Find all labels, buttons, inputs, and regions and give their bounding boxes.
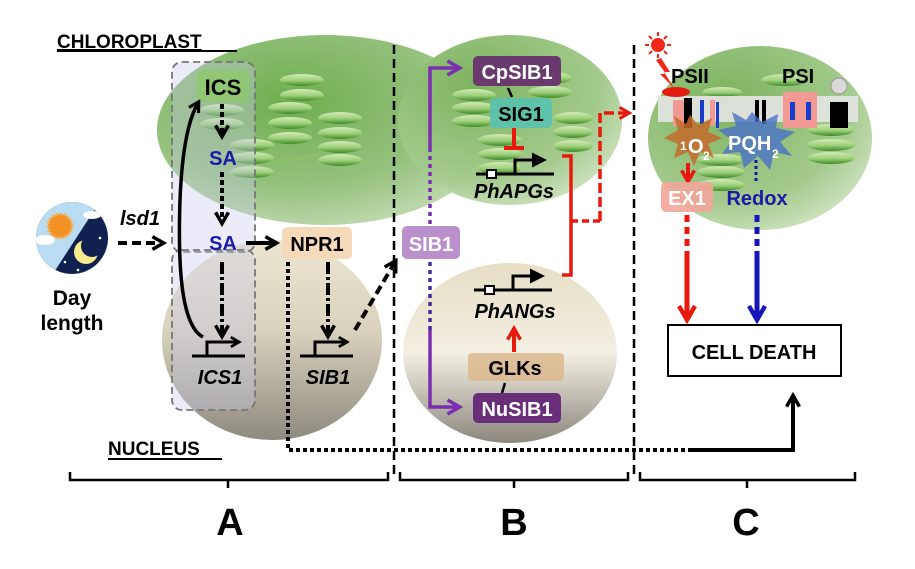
arrow-sib1-to-nusib1 bbox=[428, 330, 464, 416]
glks-box bbox=[468, 353, 564, 381]
panel-b-letter: B bbox=[500, 502, 527, 544]
panel-b: SIB1 CpSIB1 SIG1 PhAPGs PhANGs bbox=[398, 35, 628, 443]
ics-box bbox=[197, 70, 249, 102]
singlet-oxygen-superscript: 1 bbox=[680, 139, 687, 153]
npr1-label: NPR1 bbox=[290, 234, 343, 256]
panel-a: ICS SA SA NPR1 ICS1 SIB1 bbox=[36, 32, 793, 460]
panel-c-letter: C bbox=[732, 502, 759, 544]
panel-braces bbox=[68, 472, 857, 488]
arrow-sib1-to-cpsib1 bbox=[428, 59, 464, 150]
red-bracket-genes bbox=[562, 154, 573, 277]
cell-death-box bbox=[667, 324, 842, 377]
sib1-protein-box bbox=[402, 226, 460, 259]
sa-top-label: SA bbox=[209, 148, 237, 170]
phapgs-gene-label: PhAPGs bbox=[474, 181, 554, 203]
panel-c: PSII PSI 1 O 2 PQH 2 EX1 Redox CELL DEAT… bbox=[645, 32, 872, 377]
phapgs-promoter-icon bbox=[476, 152, 554, 179]
phangs-gene-label: PhANGs bbox=[474, 301, 555, 323]
pqh2-label: PQH bbox=[728, 133, 771, 155]
nusib1-box bbox=[473, 393, 561, 423]
thylakoid-stacks-a bbox=[200, 74, 362, 178]
day-length-line1: Day bbox=[53, 287, 92, 310]
brace-a bbox=[68, 472, 390, 488]
brace-b bbox=[398, 472, 630, 488]
redox-label: Redox bbox=[726, 188, 787, 210]
npr1-to-cell-death-dotted bbox=[286, 262, 690, 452]
pqh2-subscript: 2 bbox=[772, 147, 779, 161]
arrow-ics1-to-ics bbox=[177, 103, 204, 339]
sa-mid-label: SA bbox=[209, 233, 237, 255]
glks-nusib1-link bbox=[500, 382, 507, 394]
cell-death-label: CELL DEATH bbox=[692, 342, 817, 364]
phangs-promoter-icon bbox=[474, 268, 552, 295]
ics1-promoter-icon bbox=[192, 342, 245, 358]
thylakoid-membrane-icon bbox=[658, 77, 858, 128]
glks-label: GLKs bbox=[488, 358, 541, 380]
arrow-genes-to-photosystem bbox=[598, 113, 628, 221]
cpsib1-label: CpSIB1 bbox=[481, 62, 552, 84]
npr1-to-cell-death-solid bbox=[690, 397, 793, 452]
ics-label: ICS bbox=[205, 75, 242, 100]
psi-label: PSI bbox=[782, 66, 814, 88]
psii-label: PSII bbox=[671, 66, 709, 88]
sig1-box bbox=[490, 98, 552, 128]
ics1-highlight-box bbox=[171, 249, 256, 411]
sib1-protein-label: SIB1 bbox=[409, 234, 453, 256]
npr1-box bbox=[282, 227, 352, 259]
nusib1-label: NuSIB1 bbox=[481, 399, 552, 421]
chloroplast-label: CHLOROPLAST bbox=[57, 32, 202, 53]
singlet-oxygen-burst-icon bbox=[664, 115, 722, 166]
nucleus-label: NUCLEUS bbox=[108, 439, 200, 460]
panel-a-letter: A bbox=[216, 502, 243, 544]
ics1-gene-label: ICS1 bbox=[198, 367, 242, 389]
sig1-label: SIG1 bbox=[498, 104, 544, 126]
day-night-icon bbox=[36, 202, 108, 274]
cpsib1-box bbox=[473, 56, 561, 86]
brace-c bbox=[638, 472, 857, 488]
singlet-oxygen-subscript: 2 bbox=[703, 149, 710, 163]
lsd1-label: lsd1 bbox=[120, 208, 160, 230]
cpsib1-sig1-link bbox=[506, 87, 514, 98]
sib1-promoter-icon bbox=[300, 342, 353, 358]
sib1-gene-label: SIB1 bbox=[306, 367, 350, 389]
sun-icon bbox=[645, 32, 674, 88]
pqh2-burst-icon bbox=[718, 112, 795, 170]
ex1-box bbox=[661, 182, 713, 212]
ex1-label: EX1 bbox=[668, 188, 706, 210]
singlet-oxygen-label: O bbox=[688, 136, 704, 158]
day-length-line2: length bbox=[41, 312, 104, 335]
